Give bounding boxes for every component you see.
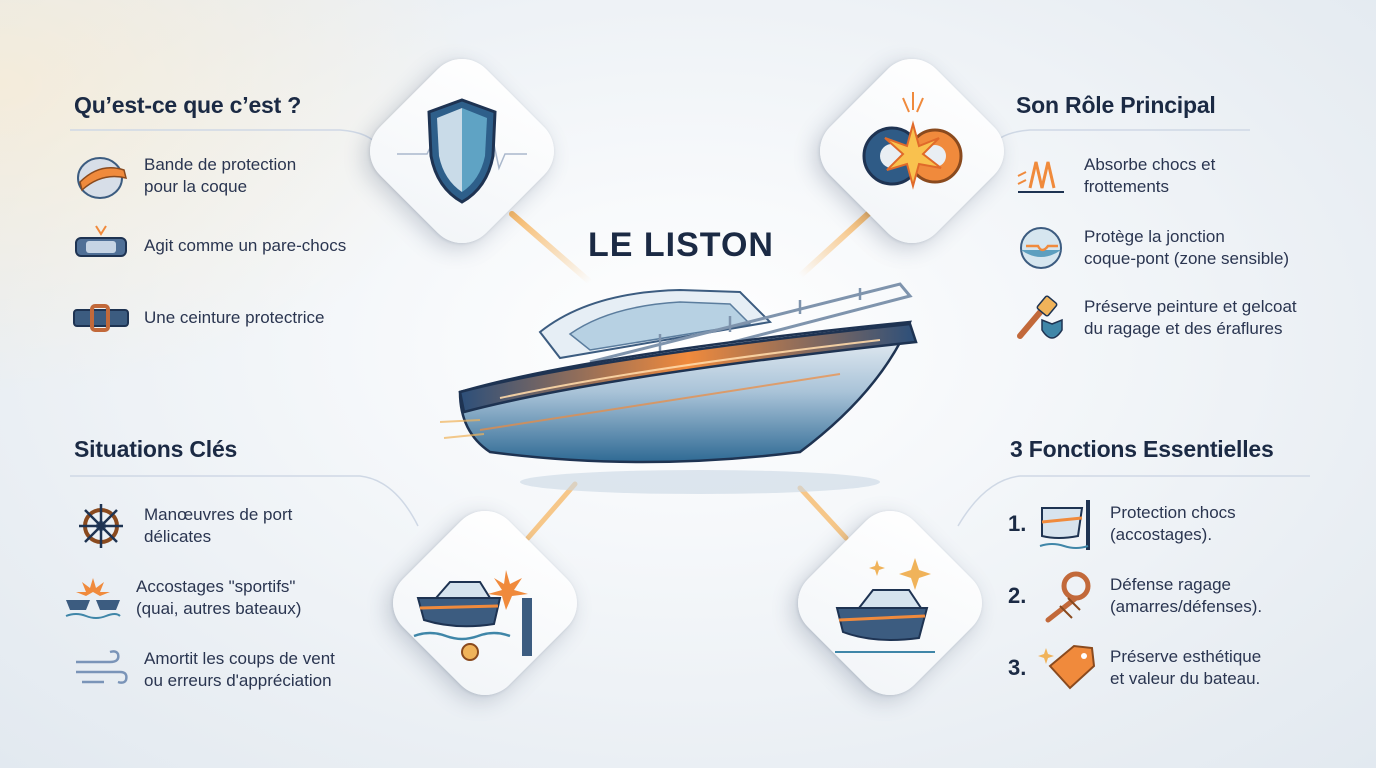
bumper-icon xyxy=(75,225,127,257)
main-title: LE LISTON xyxy=(588,226,774,264)
docking-boat-icon xyxy=(413,570,532,661)
separator-functions xyxy=(957,475,1310,527)
section-title-what: Qu’est-ce que c’est ? xyxy=(74,92,302,118)
helm-icon xyxy=(79,504,123,548)
beam-top-right xyxy=(797,211,871,279)
shining-boat-icon xyxy=(835,558,935,653)
price-tag-icon xyxy=(1038,644,1096,690)
list-item-functions-2: 3. Préserve esthétique et valeur du bate… xyxy=(1008,640,1261,696)
separator-role xyxy=(989,129,1250,149)
list-item-role-2: Préserve peinture et gelcoat du ragage e… xyxy=(1012,294,1297,342)
list-item-situations-0: Manœuvres de port délicates xyxy=(72,502,292,550)
spring-icon xyxy=(1017,161,1064,193)
shield-icon xyxy=(397,98,527,204)
separator-situations xyxy=(70,475,419,527)
beam-bottom-right xyxy=(797,485,849,541)
list-item-what-1: Agit comme un pare-chocs xyxy=(72,222,346,270)
section-title-role: Son Rôle Principal xyxy=(1016,92,1216,118)
list-item-situations-1: Accostages "sportifs" (quai, autres bate… xyxy=(64,574,301,622)
beam-top-left xyxy=(509,211,593,285)
list-item-role-0: Absorbe chocs et frottements xyxy=(1012,152,1215,200)
paintbrush-shield-icon xyxy=(1017,295,1063,339)
separator-what xyxy=(70,129,381,149)
gears-impact-icon xyxy=(862,92,963,190)
list-item-what-0: Bande de protection pour la coque xyxy=(72,152,296,200)
list-item-functions-0: 1. Protection chocs (accostages). xyxy=(1008,496,1236,552)
belt-icon xyxy=(73,304,129,332)
hull-band-icon xyxy=(77,157,128,199)
wind-icon xyxy=(76,650,128,684)
collision-icon xyxy=(65,578,121,619)
beam-bottom-left xyxy=(525,481,578,541)
boat-illustration xyxy=(440,282,918,494)
list-item-role-1: Protège la jonction coque-pont (zone sen… xyxy=(1012,224,1289,272)
list-item-what-2: Une ceinture protectrice xyxy=(72,294,324,342)
rope-icon xyxy=(1045,571,1091,623)
hull-deck-joint-icon xyxy=(1020,227,1062,269)
section-title-situations: Situations Clés xyxy=(74,436,238,462)
list-item-functions-1: 2. Défense ragage (amarres/défenses). xyxy=(1008,568,1262,624)
hull-impact-icon xyxy=(1039,500,1090,550)
list-item-situations-2: Amortit les coups de vent ou erreurs d'a… xyxy=(72,646,335,694)
section-title-functions: 3 Fonctions Essentielles xyxy=(1010,436,1274,462)
